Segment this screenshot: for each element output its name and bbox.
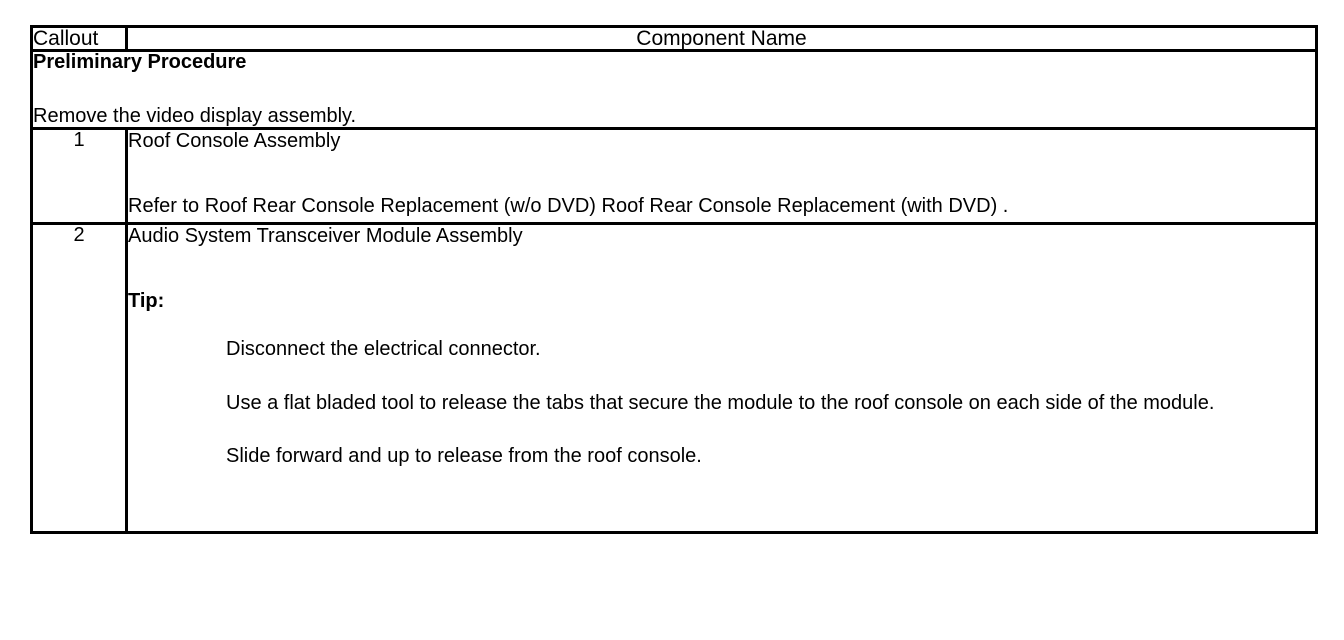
tip-item-3: Slide forward and up to release from the… (226, 445, 702, 468)
component-title-2: Audio System Transceiver Module Assembly (128, 224, 523, 247)
column-header-callout: Callout (30, 25, 128, 52)
component-callout-table: Callout Component Name Preliminary Proce… (30, 25, 1318, 534)
component-cell-2: Audio System Transceiver Module Assembly… (125, 221, 1318, 534)
preliminary-spacer (33, 72, 1315, 106)
row2-spacer-4 (128, 415, 1315, 445)
component-reference-1: Refer to Roof Rear Console Replacement (… (128, 194, 1009, 217)
callout-number-2: 2 (30, 221, 128, 534)
preliminary-procedure-text: Remove the video display assembly. (33, 105, 357, 128)
table-header: Callout Component Name (30, 25, 1318, 52)
preliminary-procedure-row: Preliminary Procedure Remove the video d… (30, 49, 1318, 130)
column-header-component-name: Component Name (125, 25, 1318, 52)
component-title-1: Roof Console Assembly (128, 129, 341, 152)
table-body: Preliminary Procedure Remove the video d… (30, 49, 1318, 534)
table-header-row: Callout Component Name (30, 25, 1318, 52)
table-row: 2 Audio System Transceiver Module Assemb… (30, 221, 1318, 534)
row1-spacer (128, 153, 1315, 195)
tip-label: Tip: (128, 289, 165, 312)
tip-item-1: Disconnect the electrical connector. (226, 338, 541, 361)
row2-spacer-3 (128, 362, 1315, 392)
preliminary-procedure-cell: Preliminary Procedure Remove the video d… (30, 49, 1318, 130)
component-cell-1: Roof Console Assembly Refer to Roof Rear… (125, 126, 1318, 225)
tip-item-2: Use a flat bladed tool to release the ta… (226, 391, 1215, 414)
row2-spacer-2 (128, 312, 1315, 338)
row2-spacer-1 (128, 248, 1315, 290)
preliminary-procedure-title: Preliminary Procedure (33, 51, 247, 73)
callout-number-1: 1 (30, 126, 128, 225)
table-row: 1 Roof Console Assembly Refer to Roof Re… (30, 126, 1318, 225)
